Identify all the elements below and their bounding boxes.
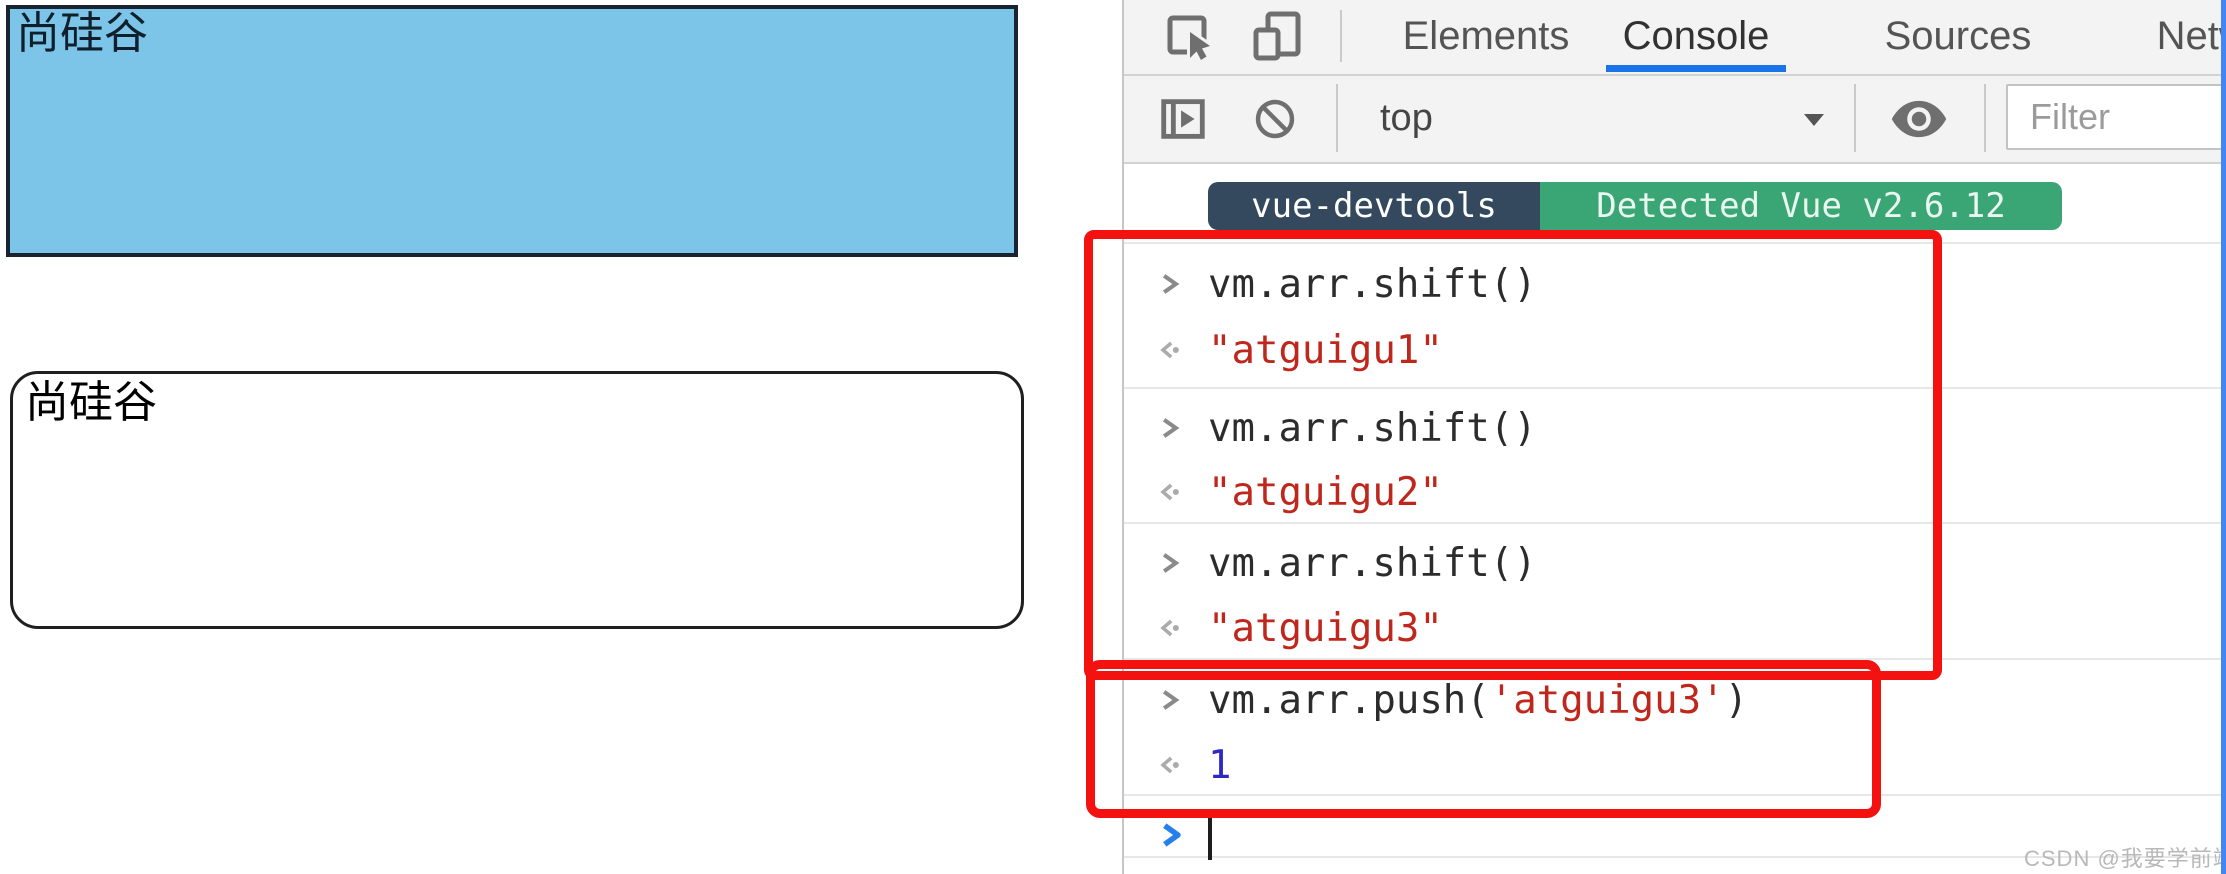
eye-icon [1890,100,1948,146]
devtools-panel: Elements Console Sources Network [1122,0,2226,874]
console-result-row: "atguigu2" [1122,462,2226,522]
vue-detected-badge: Detected Vue v2.6.12 [1540,182,2062,230]
row-separator [1124,658,2226,660]
devtools-left-border [1122,0,1124,874]
skyblue-div-box: 尚硅谷 [6,5,1018,257]
inspect-element-button[interactable] [1160,8,1216,64]
console-result-row: "atguigu1" [1122,320,2226,380]
csdn-watermark: CSDN @我要学前端！ [2024,846,2226,871]
command-chevron-icon [1156,269,1186,299]
return-value-icon [1156,613,1186,643]
chevron-down-icon [1802,114,1826,132]
toolbar-divider [1336,84,1338,152]
context-dropdown-button[interactable] [1802,112,1826,128]
clear-console-button[interactable] [1250,94,1300,144]
console-result-row: 1 [1122,735,2226,795]
device-toolbar-icon [1248,11,1304,68]
show-console-sidebar-button[interactable] [1156,92,1210,146]
command-suffix: ) [1724,677,1749,723]
block-icon [1250,99,1300,148]
console-result-text: "atguigu1" [1208,327,1443,373]
toolbar-divider [1854,84,1856,152]
console-command-row: vm.arr.shift() [1122,533,2226,593]
console-prompt-row[interactable] [1122,805,2226,865]
row-separator [1124,242,2226,244]
console-toolbar: top [1124,76,2226,164]
console-command-row: vm.arr.shift() [1122,398,2226,458]
row-separator [1124,794,2226,796]
prompt-chevron-icon [1156,820,1186,850]
console-sidebar-icon [1156,99,1210,150]
command-prefix: vm.arr.push( [1208,677,1490,723]
tab-console[interactable]: Console [1606,0,1786,72]
row-separator [1124,387,2226,389]
console-result-text: 1 [1208,742,1232,788]
command-chevron-icon [1156,413,1186,443]
return-value-icon [1156,477,1186,507]
page-textarea[interactable]: 尚硅谷 [10,371,1024,629]
tabbar-divider [1340,10,1342,62]
device-toolbar-button[interactable] [1248,8,1304,64]
console-command-text: vm.arr.shift() [1208,540,1537,586]
console-command-text: vm.arr.shift() [1208,405,1537,451]
screenshot-right-edge [2221,0,2226,874]
row-separator [1124,856,2226,858]
console-result-text: "atguigu2" [1208,469,1443,515]
console-result-row: "atguigu3" [1122,598,2226,658]
console-command-text: vm.arr.push('atguigu3') [1208,678,1748,723]
command-string-arg: 'atguigu3' [1489,677,1725,723]
toolbar-divider [1984,84,1986,152]
tab-elements[interactable]: Elements [1402,14,1570,58]
tab-network[interactable]: Network [2156,14,2226,58]
skyblue-box-text: 尚硅谷 [16,9,148,58]
return-value-icon [1156,750,1186,780]
vue-devtools-badge: vue-devtools [1208,182,1540,230]
context-selector[interactable]: top [1380,97,1433,139]
devtools-tabbar: Elements Console Sources Network [1124,0,2226,76]
command-chevron-icon [1156,548,1186,578]
command-chevron-icon [1156,685,1186,715]
console-command-row: vm.arr.shift() [1122,254,2226,314]
filter-input[interactable] [2006,84,2226,150]
console-result-text: "atguigu3" [1208,605,1443,651]
tab-sources[interactable]: Sources [1884,14,2032,58]
vue-devtools-badge-row: vue-devtools Detected Vue v2.6.12 [1208,182,2062,230]
live-expression-button[interactable] [1890,96,1948,142]
text-cursor [1208,810,1212,860]
console-command-text: vm.arr.shift() [1208,261,1537,307]
inspect-cursor-icon [1160,15,1216,68]
return-value-icon [1156,335,1186,365]
row-separator [1124,522,2226,524]
console-command-row: vm.arr.push('atguigu3') [1122,670,2226,730]
